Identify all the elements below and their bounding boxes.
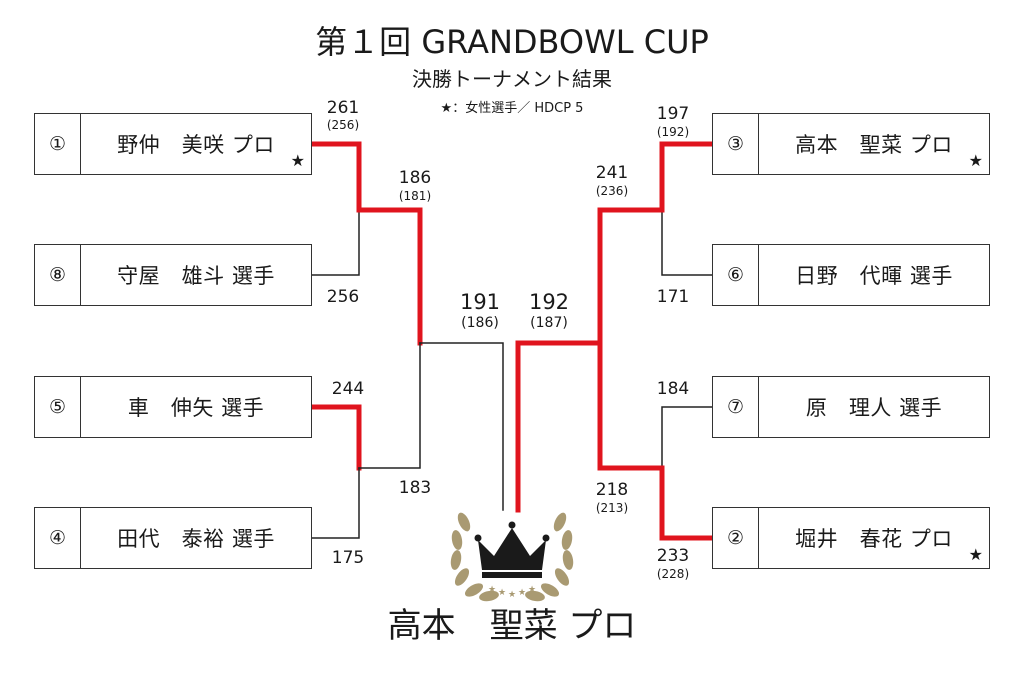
player-box-p1: ① 野仲 美咲 プロ ★ <box>34 113 312 175</box>
line-final-right <box>515 340 603 513</box>
hdcp-right-sf-top: (236) <box>595 184 629 198</box>
player-name: 堀井 春花 プロ <box>795 527 953 551</box>
hdcp-final-right: (187) <box>530 315 568 331</box>
svg-text:★: ★ <box>528 585 536 595</box>
hdcp-p1-r1: (256) <box>326 118 360 132</box>
laurel-wreath-icon <box>450 512 574 602</box>
crown-icon <box>474 521 550 578</box>
player-box-p8: ⑧ 守屋 雄斗 選手 <box>34 244 312 306</box>
hdcp-right-sf-bottom: (213) <box>595 501 629 515</box>
line-p4-to-sf <box>311 467 360 539</box>
player-name: 日野 代暉 選手 <box>795 264 953 288</box>
score-left-sf-bottom: 183 <box>398 478 432 498</box>
female-star-icon: ★ <box>290 151 305 170</box>
svg-text:★: ★ <box>498 588 506 598</box>
score-final-left: 191 <box>459 290 501 314</box>
score-p6-r1: 171 <box>656 287 690 307</box>
line-p6-to-sf <box>661 209 713 276</box>
line-p1-to-sf <box>309 141 362 213</box>
player-name: 野仲 美咲 プロ <box>117 133 275 157</box>
seed-number: ① <box>35 114 81 174</box>
score-p7-r1: 184 <box>656 379 690 399</box>
score-right-sf-top: 241 <box>595 163 629 183</box>
score-final-right: 192 <box>528 290 570 314</box>
line-left-sf-bottom <box>358 342 421 469</box>
score-right-sf-bottom: 218 <box>595 480 629 500</box>
score-p1-r1: 261 <box>326 98 360 118</box>
score-p2-r1: 233 <box>656 546 690 566</box>
tournament-title: 第１回 GRANDBOWL CUP <box>315 23 709 61</box>
player-box-p2: ② 堀井 春花 プロ ★ <box>712 507 990 569</box>
bracket-subtitle: 決勝トーナメント結果 <box>412 67 612 91</box>
score-p3-r1: 197 <box>656 104 690 124</box>
score-left-sf-top: 186 <box>398 168 432 188</box>
hdcp-p2-r1: (228) <box>656 567 690 581</box>
player-box-p3: ③ 高本 聖菜 プロ ★ <box>712 113 990 175</box>
hdcp-p3-r1: (192) <box>656 125 690 139</box>
player-box-p6: ⑥ 日野 代暉 選手 <box>712 244 990 306</box>
seed-number: ⑧ <box>35 245 81 305</box>
hdcp-left-sf-top: (181) <box>398 189 432 203</box>
line-p5-to-sf <box>309 404 362 471</box>
legend-note: ★：女性選手／ HDCP 5 <box>440 101 584 116</box>
seed-number: ③ <box>713 114 759 174</box>
female-star-icon: ★ <box>968 151 983 170</box>
svg-text:★: ★ <box>508 590 516 600</box>
svg-text:★: ★ <box>518 588 526 598</box>
player-name: 守屋 雄斗 選手 <box>117 264 275 288</box>
seed-number: ② <box>713 508 759 568</box>
player-name: 田代 泰裕 選手 <box>117 527 275 551</box>
trophy-stars-icon: ★ ★ ★ ★ ★ <box>488 585 536 600</box>
svg-text:★: ★ <box>488 585 496 595</box>
line-p8-to-sf <box>311 209 360 276</box>
seed-number: ④ <box>35 508 81 568</box>
player-name: 原 理人 選手 <box>805 396 943 420</box>
line-right-sf-top <box>597 207 665 346</box>
hdcp-final-left: (186) <box>461 315 499 331</box>
line-p3-to-sf <box>659 141 715 213</box>
female-star-icon: ★ <box>968 545 983 564</box>
score-p5-r1: 244 <box>331 379 365 399</box>
line-final-left <box>419 342 504 511</box>
player-box-p7: ⑦ 原 理人 選手 <box>712 376 990 438</box>
player-box-p5: ⑤ 車 伸矢 選手 <box>34 376 312 438</box>
seed-number: ⑤ <box>35 377 81 437</box>
line-right-sf-bottom <box>597 340 665 471</box>
line-left-sf-top <box>356 207 423 346</box>
player-name: 高本 聖菜 プロ <box>795 133 953 157</box>
line-p2-to-sf <box>659 465 715 541</box>
score-p8-r1: 256 <box>326 287 360 307</box>
player-box-p4: ④ 田代 泰裕 選手 <box>34 507 312 569</box>
seed-number: ⑥ <box>713 245 759 305</box>
seed-number: ⑦ <box>713 377 759 437</box>
champion-name: 高本 聖菜 プロ <box>387 606 637 646</box>
line-p7-to-sf <box>661 406 713 469</box>
player-name: 車 伸矢 選手 <box>127 396 265 420</box>
score-p4-r1: 175 <box>331 548 365 568</box>
